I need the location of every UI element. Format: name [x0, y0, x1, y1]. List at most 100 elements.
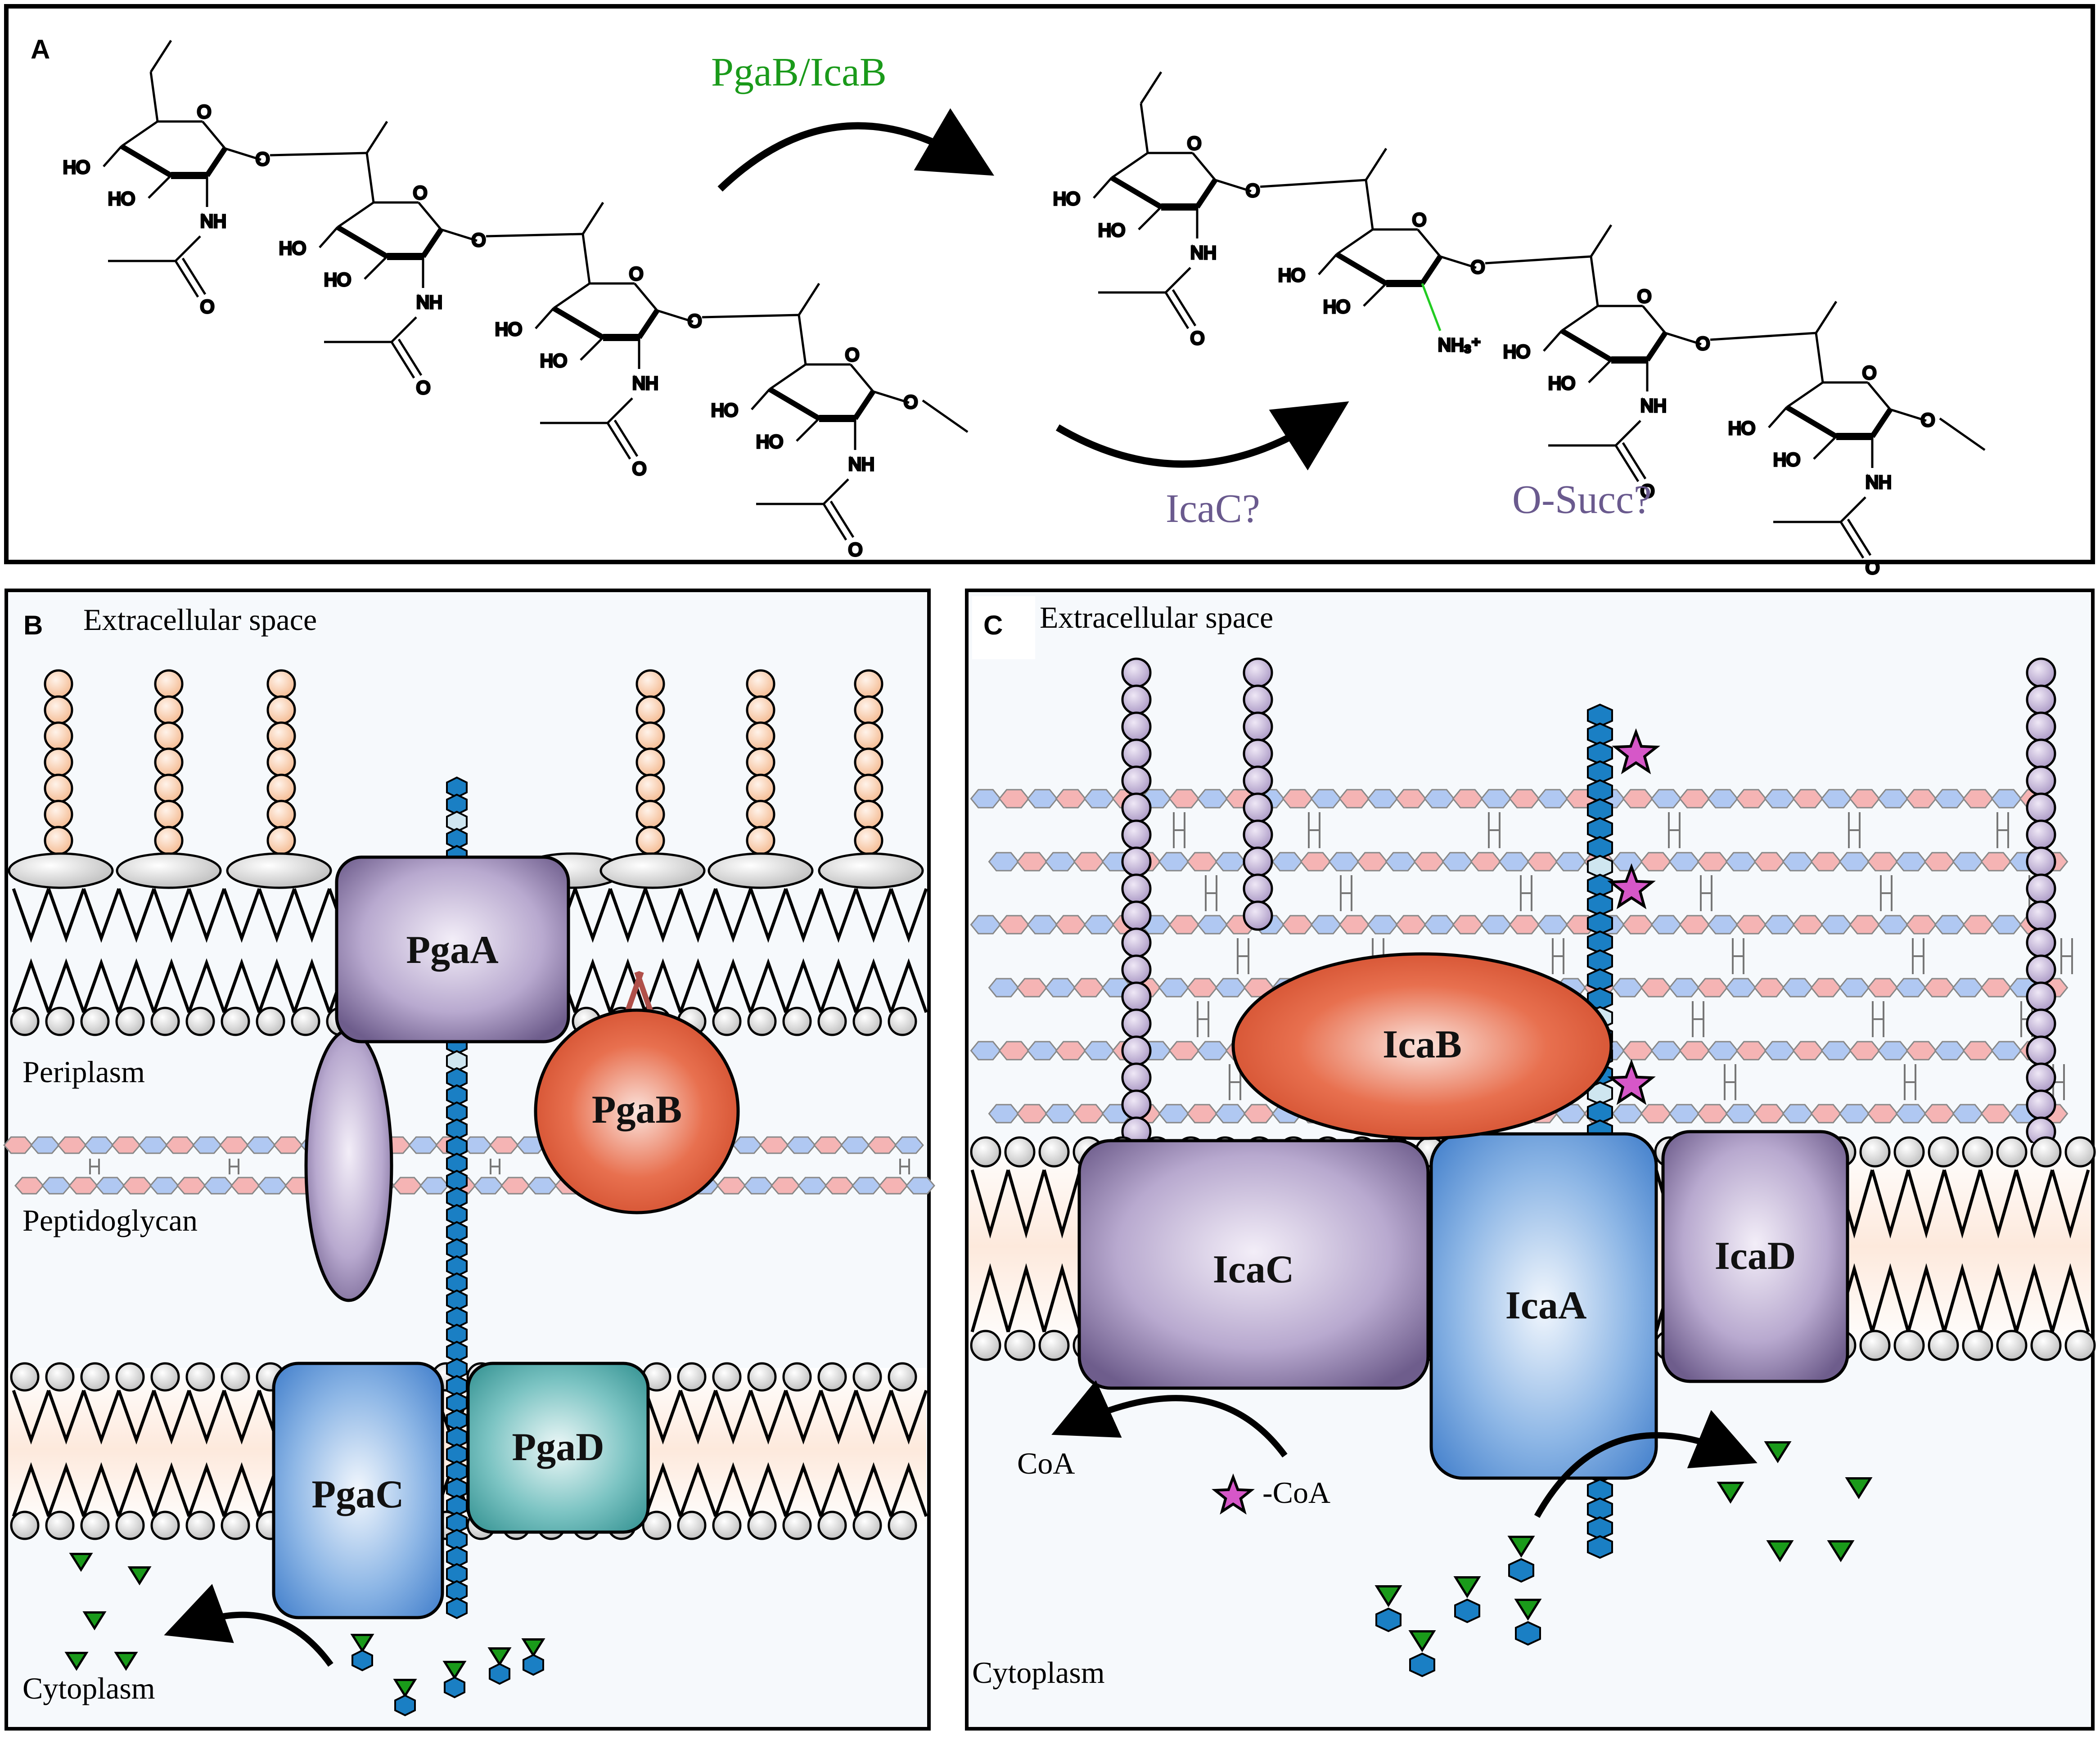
- sugar-bead: [635, 747, 665, 777]
- lipid-head: [1962, 1136, 1993, 1168]
- peptidoglycan-unit: [1735, 789, 1767, 809]
- lipid-head: [221, 1362, 250, 1392]
- sugar-bead: [154, 721, 184, 751]
- lipid-head: [1038, 1330, 1070, 1361]
- peptidoglycan-unit: [1338, 915, 1370, 935]
- bond: [205, 147, 227, 177]
- peptidoglycan-unit: [1045, 1104, 1076, 1124]
- peptidoglycan-unit: [57, 1136, 87, 1154]
- pgaa-periplasmic-domain: [304, 1029, 393, 1302]
- nh-label: NH: [1190, 243, 1217, 263]
- lipid-head: [150, 1362, 180, 1392]
- teichoic-bead: [1243, 684, 1273, 715]
- lipid-head: [747, 1511, 777, 1540]
- teichoic-bead: [2026, 792, 2056, 823]
- lipid-head: [712, 1007, 742, 1036]
- teichoic-bead: [1243, 711, 1273, 742]
- peptidoglycan-unit: [1622, 789, 1654, 809]
- peptidoglycan-unit: [1413, 852, 1445, 872]
- peptidoglycan-unit: [1452, 789, 1483, 809]
- peptidoglycan-unit: [894, 1136, 924, 1154]
- bond: [421, 228, 443, 258]
- hydroxyl-label: HO: [279, 238, 306, 258]
- peptidoglycan-unit: [122, 1177, 152, 1195]
- peptidoglycan-unit: [1622, 915, 1654, 935]
- peptidoglycan-unit: [1753, 1104, 1785, 1124]
- lipid-head: [2030, 1330, 2062, 1361]
- triangle-icon: [127, 1566, 152, 1586]
- peptidoglycan-unit: [1650, 915, 1682, 935]
- teichoic-bead: [2026, 819, 2056, 850]
- teichoic-bead: [1243, 819, 1273, 850]
- peptidoglycan-unit: [1243, 1104, 1275, 1124]
- teichoic-bead: [1121, 738, 1152, 769]
- lipid-head: [185, 1362, 215, 1392]
- bond: [149, 72, 159, 122]
- peptidoglycan-unit: [759, 1136, 789, 1154]
- peptidoglycan-unit: [1271, 852, 1303, 872]
- sugar-bead: [854, 747, 883, 777]
- ring-oxygen-label: O: [1862, 363, 1876, 383]
- teichoic-bead: [1121, 1089, 1152, 1120]
- bond: [1543, 330, 1563, 352]
- teichoic-bead: [1121, 873, 1152, 904]
- peptidoglycan-unit: [1867, 978, 1898, 998]
- bond: [581, 234, 591, 284]
- bond: [1215, 179, 1252, 193]
- amine-bond: [1421, 283, 1442, 331]
- bond: [1192, 152, 1216, 181]
- peptidoglycan-unit: [988, 852, 1019, 872]
- sugar-bead: [635, 826, 665, 855]
- peptidoglycan-unit: [1877, 915, 1909, 935]
- peptidoglycan-unit: [246, 1136, 276, 1154]
- peptidoglycan-unit: [1707, 789, 1739, 809]
- sugar-bead: [154, 800, 184, 829]
- bond: [486, 233, 583, 238]
- bond: [1615, 420, 1641, 446]
- bond: [1165, 267, 1191, 293]
- bond: [606, 422, 631, 460]
- lipid-head: [115, 1362, 145, 1392]
- bond: [853, 390, 875, 420]
- teichoic-bead: [1121, 711, 1152, 742]
- bond: [1786, 381, 1824, 409]
- lipid-head: [817, 1007, 847, 1036]
- peptidoglycan-unit: [1452, 915, 1483, 935]
- lipid-head: [185, 1007, 215, 1036]
- peptidoglycan-unit: [527, 1177, 557, 1195]
- sugar-bead: [635, 721, 665, 751]
- panel-a-letter: A: [31, 34, 50, 64]
- peptidoglycan-unit: [1980, 978, 2012, 998]
- bond: [391, 316, 417, 343]
- ring-oxygen-label: O: [1637, 287, 1651, 306]
- bond: [751, 388, 771, 410]
- peptidoglycan-unit: [970, 789, 1001, 809]
- peptidoglycan-unit: [30, 1136, 60, 1154]
- peptidoglycan-unit: [1821, 915, 1852, 935]
- peptidoglycan-unit: [1356, 852, 1388, 872]
- peptide-crosslink: [1340, 875, 1352, 911]
- hydroxyl-label: HO: [1323, 297, 1350, 317]
- peptidoglycan-unit: [1877, 789, 1909, 809]
- lipid-head: [1859, 1136, 1891, 1168]
- peptidoglycan-unit: [192, 1136, 222, 1154]
- sugar-bead: [44, 800, 73, 829]
- enzyme-icac: IcaC?: [1166, 486, 1260, 531]
- star-icon: [1211, 1473, 1255, 1515]
- peptidoglycan-unit: [95, 1177, 125, 1195]
- pgab-label: PgaB: [592, 1088, 682, 1132]
- bond: [1417, 229, 1441, 257]
- glycosidic-oxygen-label: O: [472, 230, 486, 250]
- label-extracellular-c: Extracellular space: [1040, 600, 1273, 634]
- peptidoglycan-unit: [1980, 1104, 2012, 1124]
- peptidoglycan-unit: [798, 1177, 827, 1195]
- peptidoglycan-unit: [419, 1177, 449, 1195]
- sugar-bead: [44, 747, 73, 777]
- sugar-bead: [266, 826, 296, 855]
- peptidoglycan-unit: [1650, 1041, 1682, 1061]
- bond: [702, 314, 799, 319]
- peptidoglycan-unit: [1725, 1104, 1757, 1124]
- peptide-crosslink: [89, 1159, 100, 1174]
- lipid-head: [817, 1362, 847, 1392]
- panel-c-letter: C: [983, 610, 1003, 640]
